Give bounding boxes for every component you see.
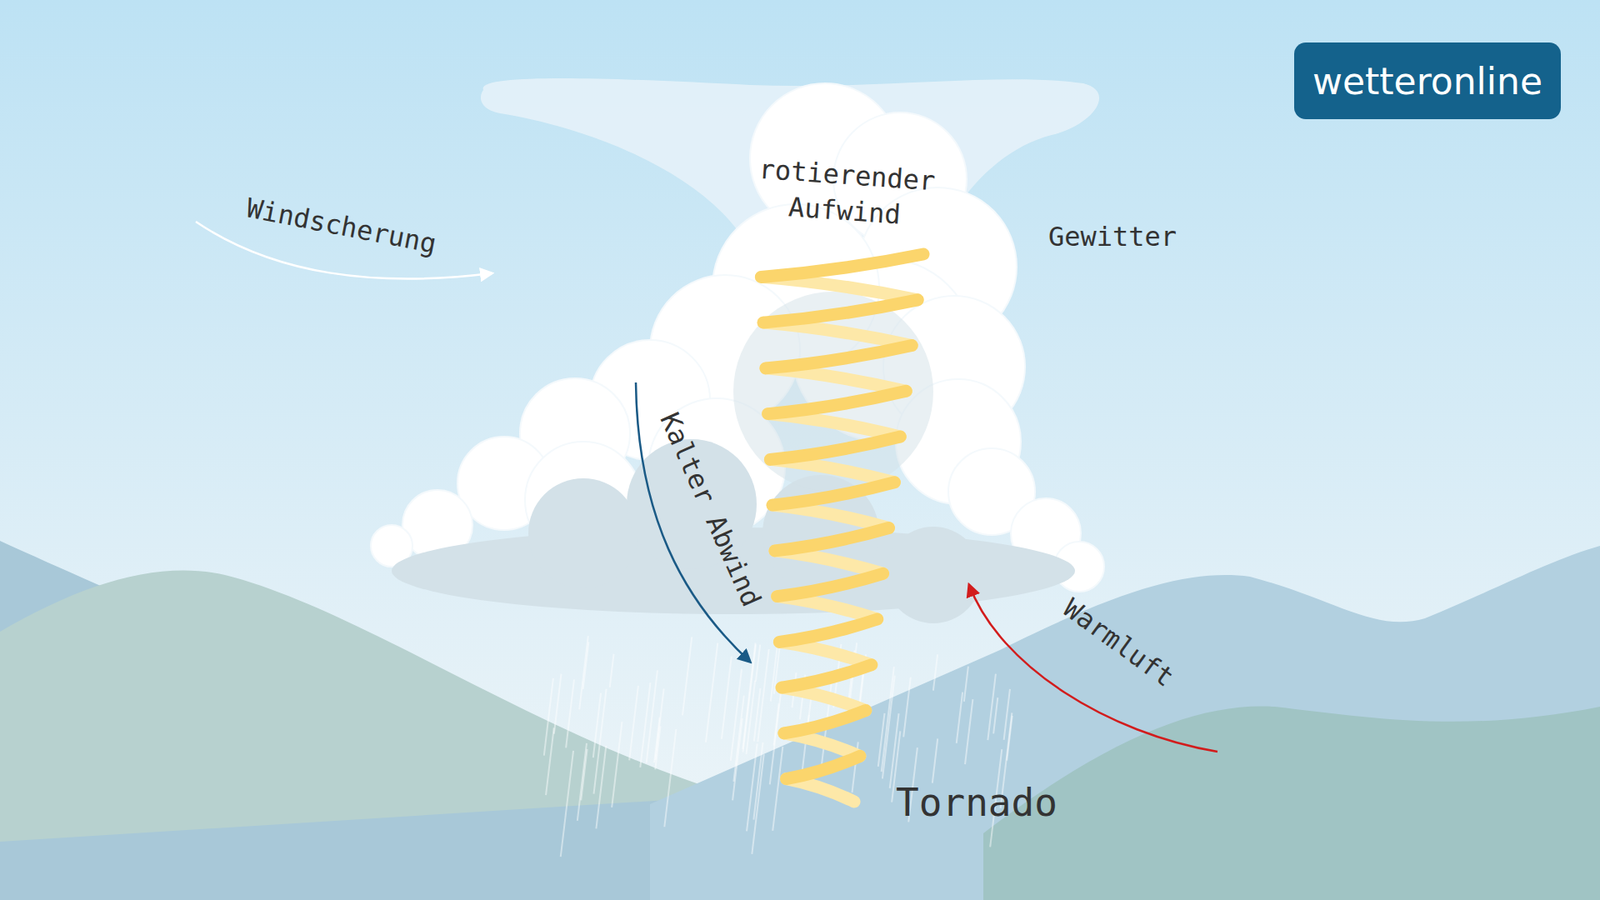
rain-streak [772, 746, 783, 831]
rain-streak [560, 750, 574, 857]
spiral-strand [775, 528, 890, 551]
rain-streak [554, 674, 562, 735]
flow-arrows [195, 221, 1218, 752]
spiral-strand [760, 254, 924, 277]
mountains [0, 540, 1600, 900]
rain-streak [595, 745, 606, 830]
rain-streak [579, 635, 589, 710]
spiral-strand [772, 482, 895, 505]
rain-streak [577, 743, 587, 821]
rain-streak [933, 654, 938, 690]
rain-streak [664, 729, 676, 827]
rain-streak [964, 666, 969, 702]
rain-streak [565, 679, 575, 748]
rain-streak [993, 697, 998, 734]
rain-streak [594, 689, 607, 795]
rain-streak [646, 670, 658, 763]
spiral-strand [765, 345, 912, 369]
rain-streak [965, 699, 973, 765]
spiral-strand [768, 390, 907, 414]
rain-streak [611, 721, 622, 808]
rain-streak [733, 695, 744, 782]
tornado-spiral [760, 254, 924, 802]
rain-streak [932, 738, 938, 783]
rain-streak [746, 743, 758, 831]
rain-streak [878, 713, 885, 767]
rain-streak [583, 641, 590, 690]
rain-streak [655, 725, 660, 770]
thunderstorm-cloud [370, 78, 1105, 624]
rain-streak [705, 643, 718, 743]
rain-streak [730, 669, 742, 761]
rain-streak [545, 727, 555, 795]
diagram-label: Tornado [895, 776, 1058, 829]
rain-streak [580, 749, 587, 800]
rain-streak [746, 680, 756, 755]
rain-streak [1006, 715, 1012, 761]
rain-streak [882, 675, 895, 780]
spiral-strand [779, 619, 877, 642]
diagram-label: rotierender Aufwind [743, 150, 948, 237]
logo-box: wetteronline [1294, 42, 1561, 120]
rain-streak [956, 692, 963, 744]
rain-streak [593, 693, 601, 758]
rain-streak [721, 656, 732, 740]
rain-streak [903, 677, 911, 738]
rain-streak [732, 718, 743, 800]
spiral-strand [770, 436, 900, 460]
rain-streak [629, 685, 639, 761]
rain-streak [757, 649, 769, 742]
rain-streak [610, 654, 615, 688]
spiral-strand [781, 665, 872, 688]
spiral-strand [763, 300, 918, 323]
rain-streak [682, 636, 692, 715]
rain-streak [640, 682, 650, 768]
spiral-strand [786, 755, 860, 779]
spiral-strand [784, 710, 866, 734]
spiral-strand [777, 573, 884, 596]
diagram-label: Gewitter [1048, 219, 1177, 255]
rain-streak [770, 641, 779, 702]
rain-streak [742, 642, 755, 750]
logo-text: wetteronline [1312, 60, 1543, 103]
rain-streak [755, 645, 760, 682]
